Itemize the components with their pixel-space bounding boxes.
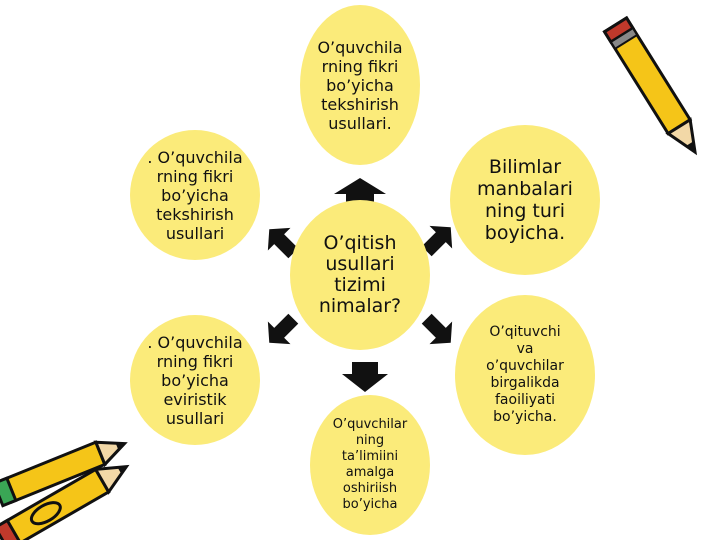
node-left-upper-label: . O’quvchila rning fikri bo’yicha tekshi… [147,147,243,243]
arrow-up-left [267,227,299,259]
node-top: O’quvchila rning fikri bo’yicha tekshiri… [300,5,420,165]
pencil-icon [602,15,698,156]
node-top-label: O’quvchila rning fikri bo’yicha tekshiri… [317,37,403,133]
node-right-lower: O’qituvchi va o’quvchilar birgalikda fao… [455,295,595,455]
node-left-lower: . O’quvchila rning fikri bo’yicha eviris… [130,315,260,445]
arrow-up-right [421,225,453,257]
pencils-icon [0,440,130,540]
node-left-upper: . O’quvchila rning fikri bo’yicha tekshi… [130,130,260,260]
arrow-down-right [421,313,453,345]
node-right-upper: Bilimlar manbalari ning turi boyicha. [450,125,600,275]
arrow-up [334,178,386,204]
node-left-lower-label: . O’quvchila rning fikri bo’yicha eviris… [147,332,243,428]
node-right-upper-label: Bilimlar manbalari ning turi boyicha. [477,156,573,244]
node-bottom-label: O’quvchilar ning ta’limiini amalga oshir… [332,417,408,512]
node-right-lower-label: O’qituvchi va o’quvchilar birgalikda fao… [486,324,564,425]
node-center: O’qitish usullari tizimi nimalar? [290,200,430,350]
arrow-down-left [267,313,299,345]
node-bottom: O’quvchilar ning ta’limiini amalga oshir… [310,395,430,535]
arrow-down [342,362,388,392]
node-center-label: O’qitish usullari tizimi nimalar? [318,232,402,317]
